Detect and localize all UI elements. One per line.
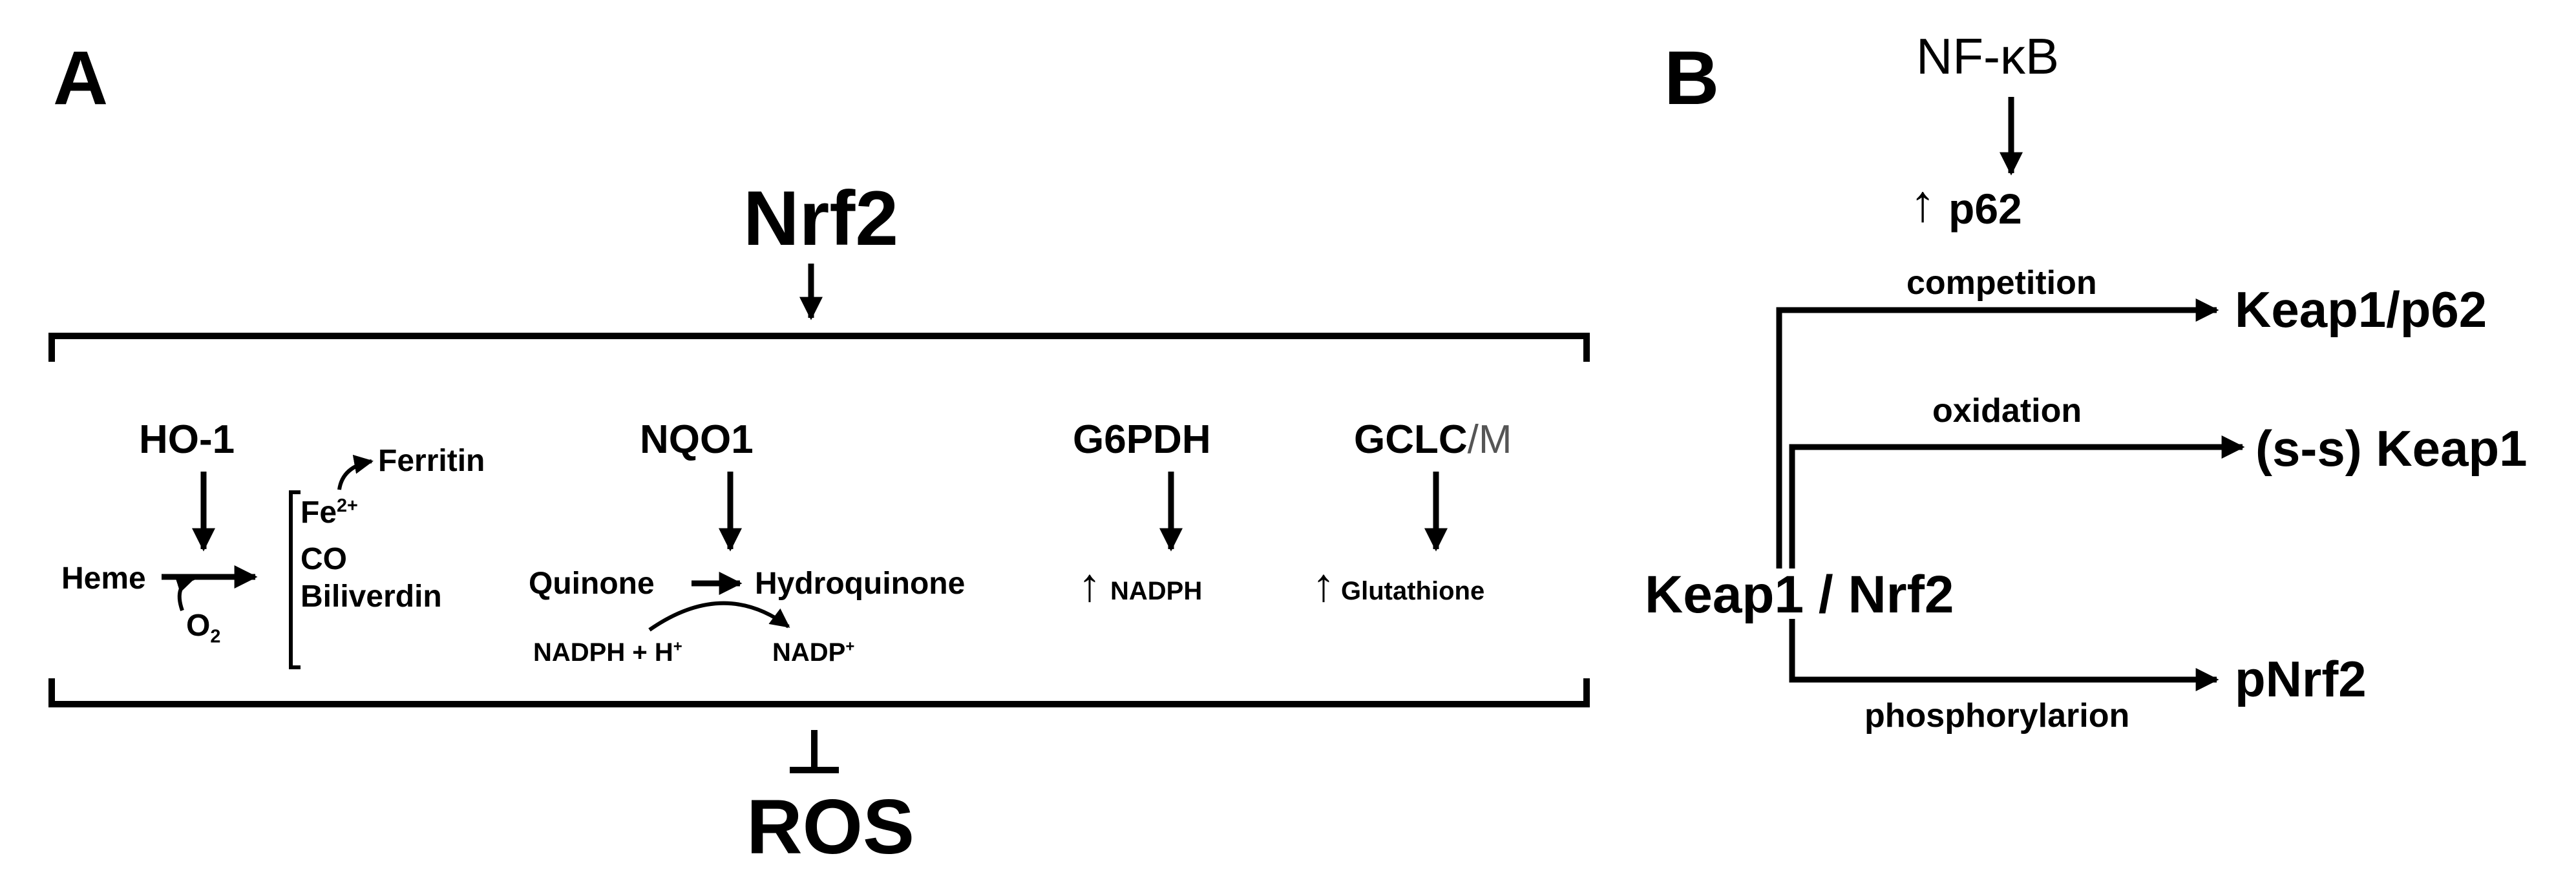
o2-label: O2 [186, 609, 221, 647]
oxidation-label: oxidation [1932, 392, 2082, 430]
glutathione-up-arrow: ↑ [1312, 559, 1335, 611]
competition-label: competition [1906, 264, 2097, 302]
quinone-label: Quinone [529, 567, 655, 601]
panel-a-frame [48, 333, 1590, 707]
products-bracket [289, 490, 301, 669]
panel-a-label: A [53, 36, 109, 121]
nadph-h-label: NADPH + H+ [533, 638, 682, 667]
ferritin-label: Ferritin [378, 444, 485, 478]
competition-arrow [1776, 298, 2219, 568]
keap1-nrf2-label: Keap1 / Nrf2 [1645, 565, 1954, 624]
nadp-label: NADP+ [772, 638, 855, 667]
p62-label: p62 [1948, 185, 2022, 233]
nadph-label: NADPH [1110, 577, 1203, 605]
nadph-curve-arrow [648, 601, 790, 632]
nrf2-title: Nrf2 [743, 175, 899, 262]
oxidation-arrow [1789, 435, 2245, 568]
pnrf2-label: pNrf2 [2235, 651, 2367, 707]
nadph-up-arrow: ↑ [1078, 559, 1101, 611]
ros-inhibition [790, 730, 839, 773]
g6pdh-label: G6PDH [1073, 417, 1211, 462]
hydroquinone-label: Hydroquinone [755, 567, 966, 601]
biliverdin-label: Biliverdin [301, 579, 442, 614]
nfkb-label: NF-κB [1916, 28, 2059, 85]
ho1-label: HO-1 [139, 417, 235, 462]
panel-b-label: B [1664, 36, 1720, 121]
phosphorylation-label: phosphorylarion [1864, 697, 2130, 735]
o2-curve-arrow [174, 574, 196, 611]
phosphorylation-arrow [1789, 619, 2219, 691]
keap1-p62-label: Keap1/p62 [2235, 281, 2487, 338]
p62-up-arrow: ↑ [1910, 174, 1936, 232]
ros-label: ROS [746, 784, 915, 870]
heme-label: Heme [61, 561, 146, 596]
fe2-label: Fe2+ [301, 495, 358, 530]
gclc-label: GCLC/M [1354, 417, 1512, 462]
co-label: CO [301, 542, 347, 576]
ferritin-curve-arrow [337, 454, 374, 490]
ss-keap1-label: (s-s) Keap1 [2255, 420, 2528, 477]
glutathione-label: Glutathione [1341, 577, 1485, 605]
nqo1-label: NQO1 [640, 417, 754, 462]
